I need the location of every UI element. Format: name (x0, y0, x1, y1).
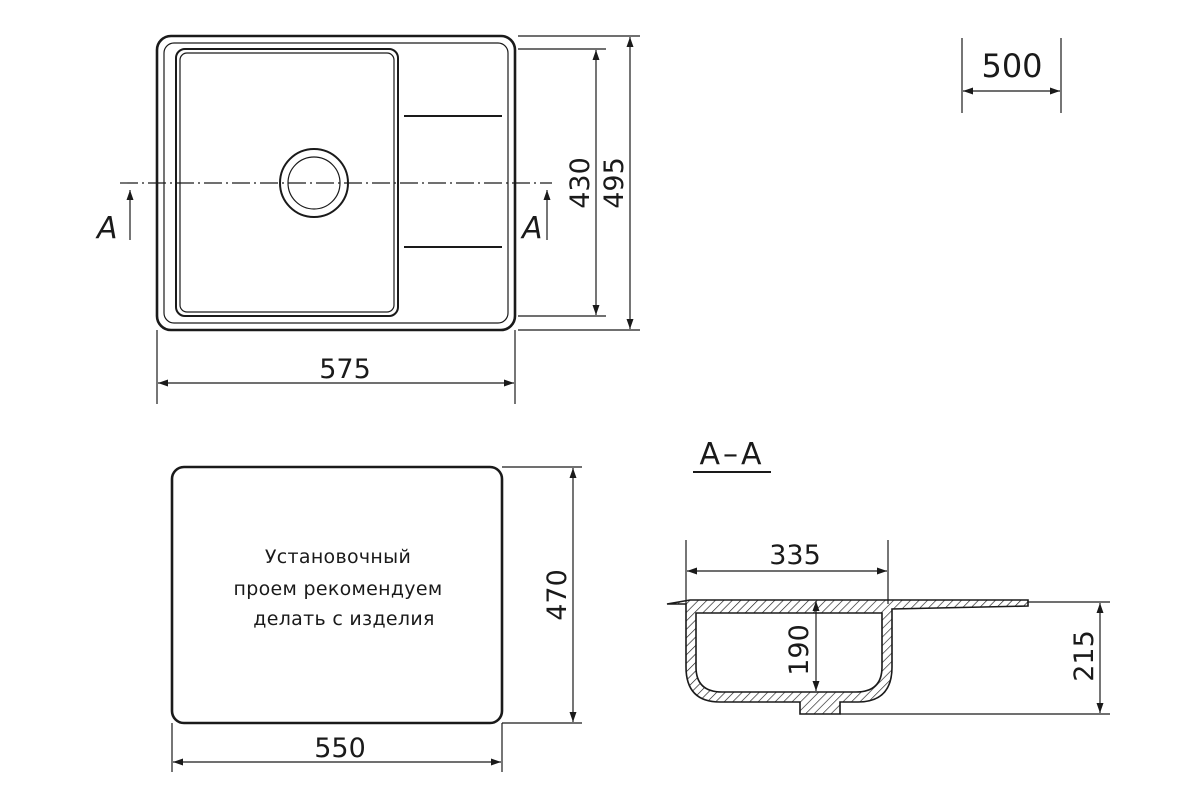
dim-label-335: 335 (769, 540, 821, 571)
dim-label-495: 495 (599, 157, 630, 209)
dim-label-215: 215 (1069, 630, 1100, 682)
dim-label-575: 575 (319, 354, 371, 385)
dim-label-190: 190 (784, 624, 815, 676)
cutout-note-line-2: проем рекомендуем (234, 578, 443, 600)
dim-label-550: 550 (314, 733, 366, 764)
dim-label-470: 470 (542, 569, 573, 621)
section-title: A–A (699, 437, 764, 472)
scale-box-label: 500 (981, 47, 1042, 85)
section-mark-left: A (95, 211, 118, 246)
top-view: A A 575 430 495 (95, 34, 640, 404)
cutout-outline (170, 465, 504, 725)
section-view: A–A 335 190 215 (666, 437, 1110, 715)
dim-label-430: 430 (565, 157, 596, 209)
cutout-note-line-3: делать с изделия (253, 608, 434, 630)
section-mark-right: A (520, 211, 543, 246)
scale-box: 500 (961, 38, 1062, 113)
cutout-note-line-1: Установочный (265, 546, 411, 568)
section-profile (666, 599, 1029, 715)
cutout-view: Установочный проем рекомендуем делать с … (170, 465, 582, 772)
